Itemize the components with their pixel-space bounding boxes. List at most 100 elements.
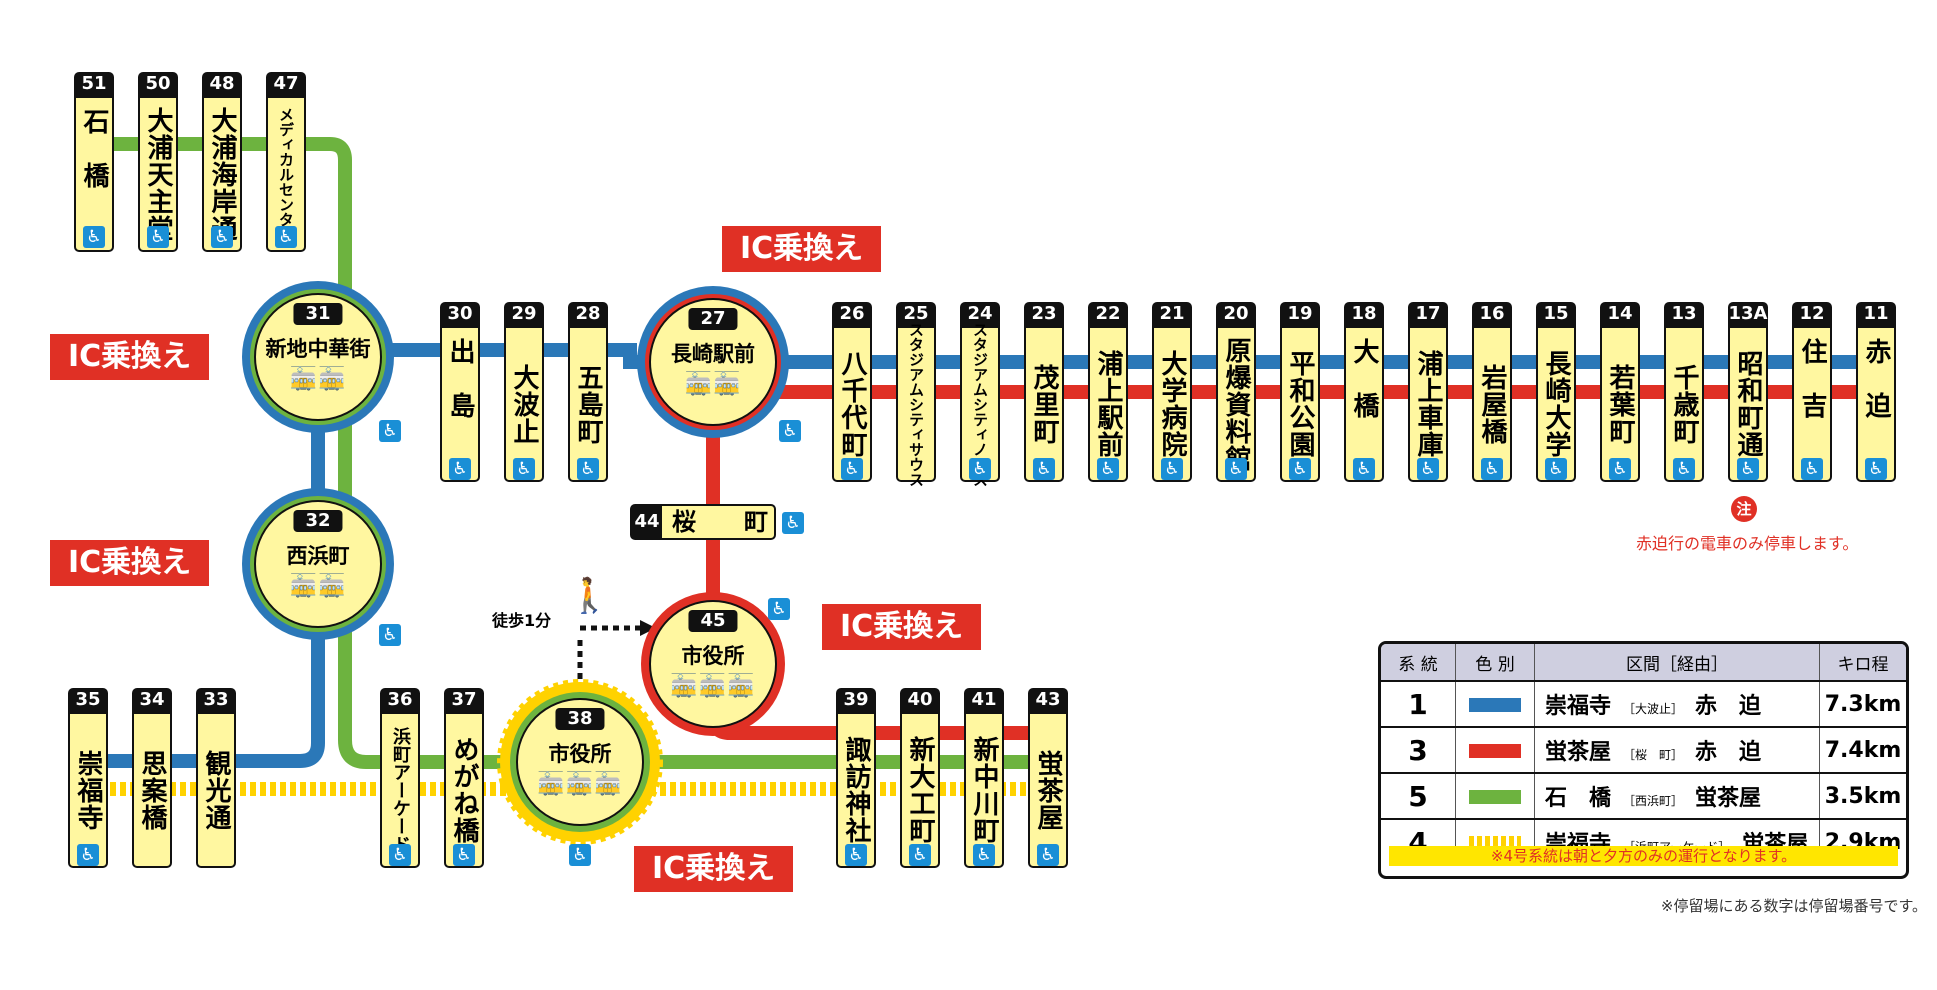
stop-number: 40 [900,688,940,712]
stop-number: 24 [960,302,1000,326]
wheelchair-icon: ♿ [1225,458,1247,480]
wheelchair-icon: ♿ [275,226,297,248]
stop-number: 31 [293,303,343,325]
stop-number: 50 [138,72,178,96]
stop-name: 若葉町 [1600,326,1640,482]
wheelchair-icon: ♿ [1037,844,1059,866]
stop-name: 新中川町 [964,712,1004,868]
legend-row: 1 崇福寺［大波止］赤 迫 7.3km [1381,680,1906,727]
wheelchair-icon: ♿ [768,598,790,620]
stop-number: 38 [555,708,605,730]
legend-route: 石 橋［西浜町］蛍茶屋 [1534,772,1820,819]
wheelchair-icon: ♿ [1097,458,1119,480]
wheelchair-icon: ♿ [569,844,591,866]
legend-swatch [1455,772,1535,819]
stop-name: 昭和町通 [1728,326,1768,482]
footnote: ※停留場にある数字は停留場番号です。 [1660,897,1927,915]
legend-system: 5 [1381,772,1456,819]
stop-number: 32 [293,510,343,532]
legend-header-section: 区間［経由］ [1534,644,1820,681]
stop-number: 20 [1216,302,1256,326]
stop-name: 出 島 [440,326,480,482]
wheelchair-icon: ♿ [1353,458,1375,480]
wheelchair-icon: ♿ [1417,458,1439,480]
stop-name: 桜 町 [672,508,768,536]
stop-name: 赤 迫 [1856,326,1896,482]
stop-name: 崇福寺 [68,712,108,868]
stop-number: 23 [1024,302,1064,326]
legend-header-system: 系 統 [1381,644,1456,681]
stop-44[interactable]: 44 桜 町 [630,504,776,540]
stop-number: 27 [688,308,738,330]
stop-name: 観光通 [196,712,236,868]
legend-row: 5 石 橋［西浜町］蛍茶屋 3.5km [1381,772,1906,819]
wheelchair-icon: ♿ [841,458,863,480]
stop-name: 浦上車庫 [1408,326,1448,482]
wheelchair-icon: ♿ [1033,458,1055,480]
stop-number: 34 [132,688,172,712]
stop-number: 48 [202,72,242,96]
wheelchair-icon: ♿ [782,512,804,534]
wheelchair-icon: ♿ [449,458,471,480]
stop-name: 平和公園 [1280,326,1320,482]
legend-swatch [1455,680,1535,727]
legend-km: 7.4km [1819,726,1906,773]
wheelchair-icon: ♿ [1481,458,1503,480]
wheelchair-icon: ♿ [1673,458,1695,480]
walking-person-icon: 🚶 [568,576,611,616]
wheelchair-icon: ♿ [973,844,995,866]
legend-system: 3 [1381,726,1456,773]
stop-name: 浜町アーケード [380,712,420,868]
legend-swatch [1455,726,1535,773]
wheelchair-icon: ♿ [1161,458,1183,480]
wheelchair-icon: ♿ [379,420,401,442]
walk-label: 徒歩1分 [492,611,552,630]
wheelchair-icon: ♿ [577,458,599,480]
stop-name: スタジアムシティサウス [896,322,936,487]
stop-name: 五島町 [568,326,608,482]
wheelchair-icon: ♿ [379,624,401,646]
stop-name: 茂里町 [1024,326,1064,482]
stop-number: 19 [1280,302,1320,326]
stop-number: 45 [688,610,738,632]
legend-header-km: キロ程 [1819,644,1906,681]
wheelchair-icon: ♿ [1801,458,1823,480]
